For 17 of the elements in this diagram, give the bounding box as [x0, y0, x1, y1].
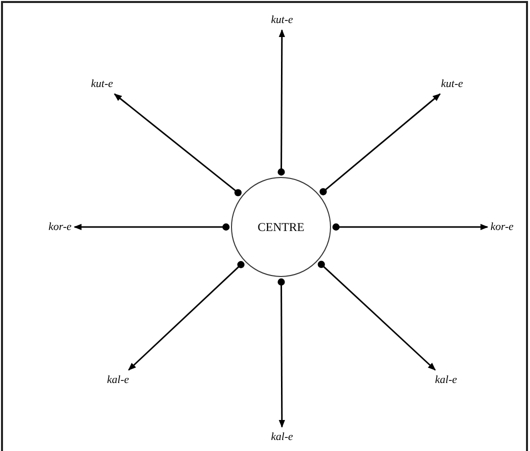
direction-label: kut-e [271, 13, 293, 27]
direction-label: kal-e [271, 430, 293, 444]
arrow [114, 93, 242, 196]
direction-label: kal-e [107, 373, 129, 387]
arrow [74, 223, 230, 231]
direction-label: kut-e [91, 77, 113, 91]
arrow [318, 260, 436, 371]
circle-label: CENTRE [258, 220, 304, 234]
direction-label: kal-e [435, 373, 457, 387]
arrow [332, 223, 488, 231]
direction-label: kut-e [441, 77, 463, 91]
arrow [320, 93, 441, 196]
arrow [278, 29, 286, 176]
direction-label: kor-e [490, 220, 514, 234]
arrow [278, 278, 286, 428]
arrow [128, 261, 244, 371]
direction-label: kor-e [48, 220, 72, 234]
